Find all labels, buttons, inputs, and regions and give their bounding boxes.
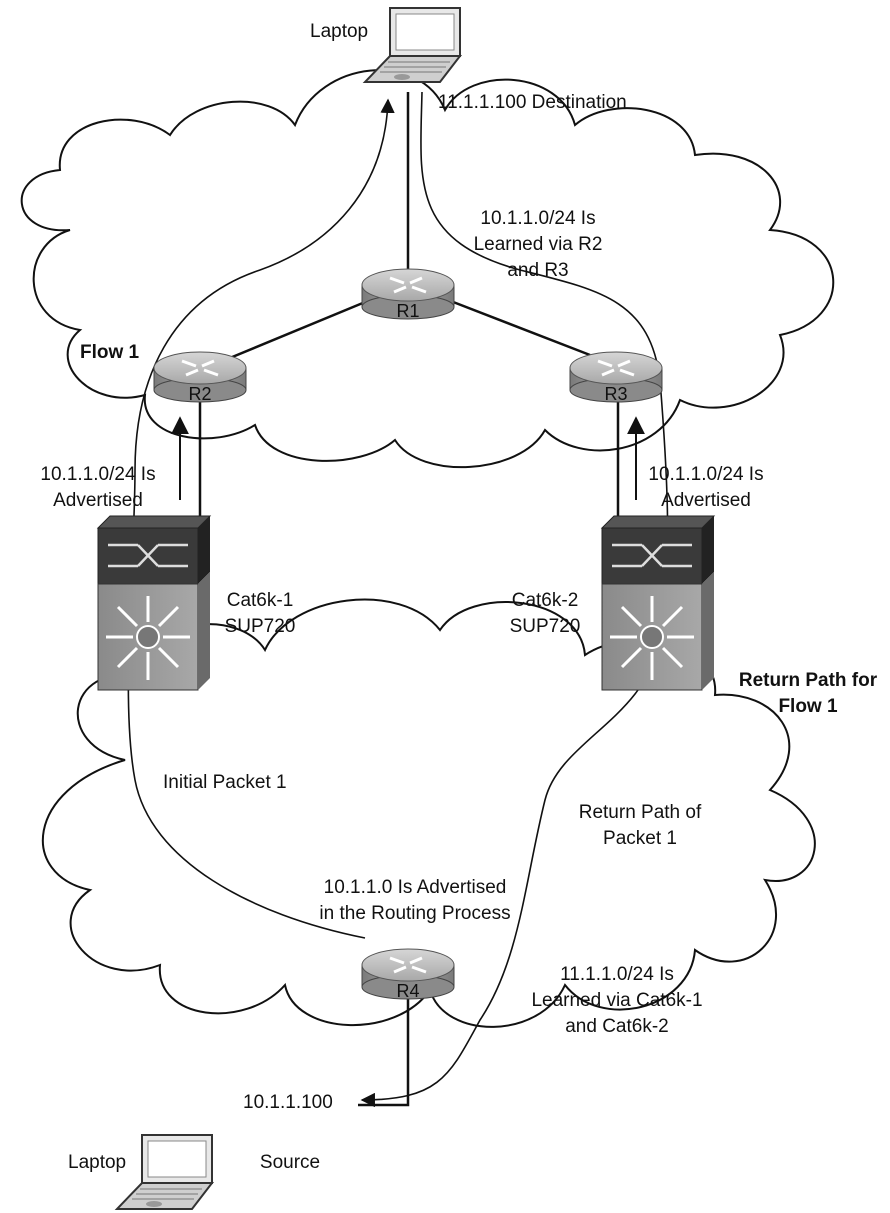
router-r3[interactable]: R3 [569,351,663,404]
switch-radial-arrows-icon [610,596,694,680]
laptop-bottom-label: Laptop [68,1152,126,1173]
laptop-bottom[interactable] [114,1134,215,1210]
router-r1-label: R1 [396,301,419,321]
router-r4[interactable]: R4 [361,948,455,1001]
cat6k1-line2: SUP720 [225,616,296,637]
cat6k1-line1: Cat6k-1 [227,590,294,611]
router-arrows-icon [389,956,427,974]
source-label: Source [260,1152,320,1173]
learned-r4-line2: Learned via Cat6k-1 [531,990,702,1011]
switch-arrows-icon [612,543,692,568]
router-arrows-icon [181,359,219,377]
cat6k2-line1: Cat6k-2 [512,590,579,611]
bottom-cloud [42,598,816,1028]
adv-left-line2: Advertised [53,490,143,511]
laptop-top[interactable] [362,7,463,83]
r4-adv-line1: 10.1.1.0 Is Advertised [324,877,507,898]
top-cloud [20,69,835,469]
learned-r4-line1: 11.1.1.0/24 Is [560,964,674,985]
laptop-top-label: Laptop [310,21,368,42]
learned-r1-line1: 10.1.1.0/24 Is [480,208,595,229]
r4-adv-line2: in the Routing Process [319,903,510,924]
adv-left-line1: 10.1.1.0/24 Is [40,464,155,485]
learned-r1-line2: Learned via R2 [474,234,603,255]
switch-hub-icon [136,625,160,649]
initial-packet-path [127,98,395,939]
switch-arrows-icon [108,543,188,568]
switch-radial-arrows-icon [106,596,190,680]
switch-cat6k-1[interactable] [96,515,212,691]
router-r4-label: R4 [396,981,419,1001]
return-packet-line1: Return Path of [579,802,702,823]
router-r2-label: R2 [188,384,211,404]
learned-r1-line3: and R3 [507,260,568,281]
destination-label: 11.1.1.100 Destination [438,92,627,113]
switch-cat6k-2[interactable] [600,515,716,691]
learned-r4-line3: and Cat6k-2 [565,1016,669,1037]
return-packet-line2: Packet 1 [603,828,677,849]
keyboard-icon [132,1188,202,1200]
adv-right-line1: 10.1.1.0/24 Is [648,464,763,485]
cat6k2-line2: SUP720 [510,616,581,637]
router-r3-label: R3 [604,384,627,404]
flow1-label: Flow 1 [80,342,140,363]
router-r1[interactable]: R1 [361,268,455,321]
return-flow-line2: Flow 1 [778,696,838,717]
return-flow-line1: Return Path for [739,670,878,691]
switch-hub-icon [640,625,664,649]
initial-packet-label: Initial Packet 1 [163,772,287,793]
router-arrows-icon [597,359,635,377]
adv-right-line2: Advertised [661,490,751,511]
router-arrows-icon [389,276,427,294]
source-ip-label: 10.1.1.100 [243,1092,333,1113]
router-r2[interactable]: R2 [153,351,247,404]
keyboard-icon [380,61,450,73]
